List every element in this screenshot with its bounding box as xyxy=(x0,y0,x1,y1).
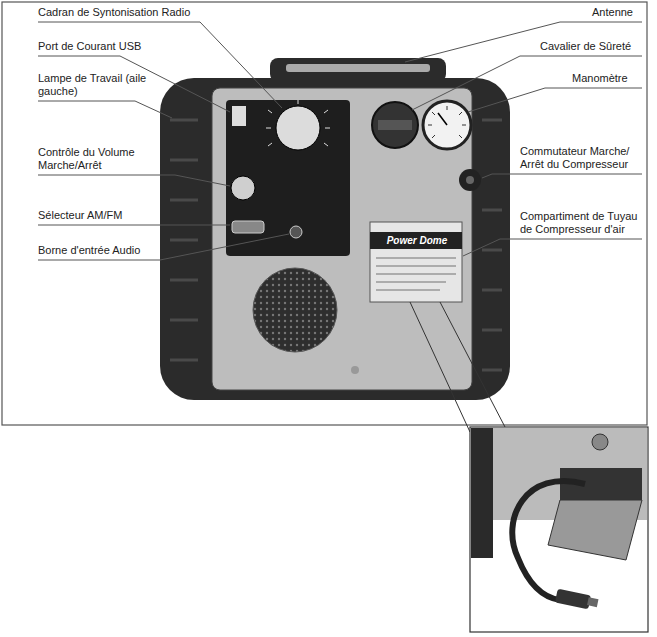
brand-text: Power Dome xyxy=(374,234,460,247)
plate-text-lines xyxy=(376,258,456,290)
inset-leader xyxy=(410,302,470,432)
gauge-needle xyxy=(438,113,447,125)
gauge-ticks xyxy=(428,106,466,138)
part-label: Port de Courant USB xyxy=(38,40,168,53)
part-label: Borne d'entrée Audio xyxy=(38,244,168,257)
compressor-switch xyxy=(459,169,481,191)
part-label: Sélecteur AM/FM xyxy=(38,209,158,222)
inset-nozzle-tip xyxy=(587,597,598,607)
main-frame xyxy=(2,2,647,425)
speaker-grille xyxy=(253,268,337,352)
part-label: Lampe de Travail (aile gauche) xyxy=(38,72,148,98)
inset-rubber xyxy=(471,428,493,558)
audio-jack xyxy=(290,226,302,238)
dial-scale xyxy=(266,100,330,146)
handle-bar xyxy=(286,64,430,72)
rubber-frame xyxy=(160,78,510,400)
part-label: Commutateur Marche/ Arrêt du Compresseur xyxy=(520,145,642,171)
am-fm-slider xyxy=(232,221,264,233)
safety-plug xyxy=(372,102,418,148)
part-label: Compartiment de Tuyau de Compresseur d'a… xyxy=(520,210,646,236)
inset-switch xyxy=(592,434,608,450)
usb-port xyxy=(232,106,246,126)
part-label: Antenne xyxy=(592,6,642,19)
screw xyxy=(351,366,359,374)
tuning-dial xyxy=(276,106,320,150)
plug-slot xyxy=(378,120,412,130)
inset-hose xyxy=(512,481,585,600)
part-label: Manomètre xyxy=(572,72,642,85)
radio-panel xyxy=(226,100,350,256)
hose-compartment xyxy=(370,222,462,302)
inset-leader xyxy=(440,302,505,427)
inset-frame xyxy=(470,427,648,632)
part-label: Contrôle du Volume Marche/Arrêt xyxy=(38,146,148,172)
pressure-gauge xyxy=(423,101,471,149)
brand-band xyxy=(370,232,462,249)
part-label: Cavalier de Sûreté xyxy=(540,40,640,53)
switch-center xyxy=(466,176,474,184)
inset-nozzle xyxy=(555,589,591,610)
part-label: Cadran de Syntonisation Radio xyxy=(38,6,208,19)
face-panel xyxy=(212,88,472,390)
volume-knob xyxy=(231,176,255,200)
inset-flap xyxy=(548,500,642,560)
